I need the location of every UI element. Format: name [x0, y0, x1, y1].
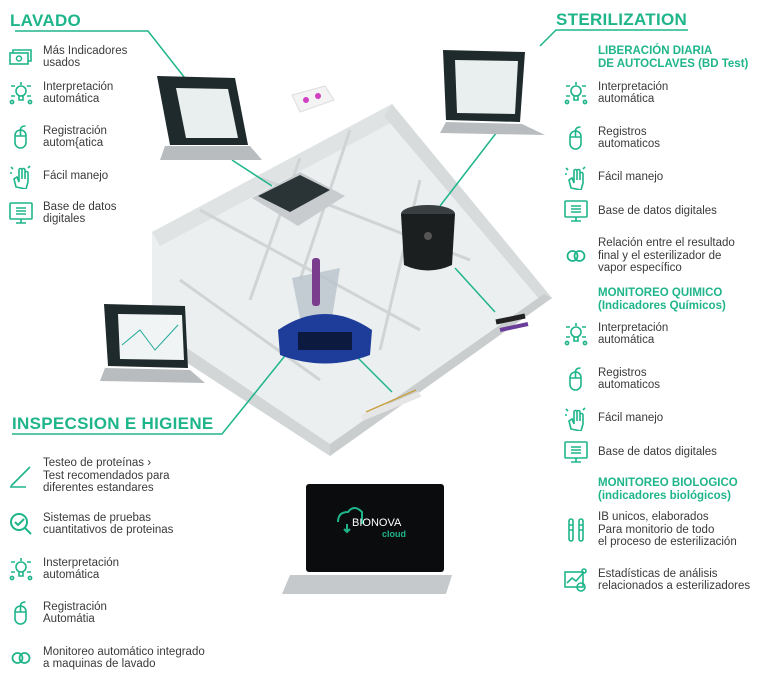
list-item: IB unicos, elaborados Para monitorio de … [563, 511, 737, 549]
link-icon [11, 652, 31, 664]
list-item: Registración autom{atica [8, 124, 107, 150]
hand-touch-icon [564, 407, 586, 431]
list-item: Fácil manejo [563, 164, 663, 190]
magnifier-check-icon [10, 513, 32, 535]
item-text: Base de datos digitales [598, 204, 717, 217]
item-text: Base de datos digitales [598, 445, 717, 458]
list-item: Fácil manejo [563, 405, 663, 431]
list-item: Interpretación automática [8, 80, 113, 106]
test-tubes-item [495, 313, 529, 332]
item-text: Interpretación automática [43, 80, 114, 106]
list-item: Interpretación automática [563, 321, 668, 347]
list-item: Testeo de proteínas › Test recomendados … [8, 457, 170, 495]
section-title-sterilization: STERILIZATION [556, 10, 688, 29]
link-icon [566, 249, 586, 262]
brain-gear-icon [564, 81, 588, 105]
test-tubes-icon [568, 517, 584, 542]
mouse-icon [14, 125, 27, 149]
list-item: Registración Automátia [8, 600, 107, 626]
database-monitor-icon [564, 441, 588, 463]
section-title-lavado: LAVADO [10, 11, 82, 30]
scanner-device [252, 172, 345, 226]
bionova-laptop [282, 484, 452, 594]
brain-gear-icon [564, 322, 588, 346]
item-text: IB unicos, elaborados Para monitorio de … [598, 511, 737, 548]
item-text: Base de datos digitales [43, 200, 117, 226]
list-item: Registros automaticos [563, 125, 660, 151]
statistics-chart-icon [564, 568, 587, 592]
list-item: Interpretación automática [563, 80, 668, 106]
database-monitor-icon [564, 200, 588, 222]
item-text: Testeo de proteínas › Test recomendados … [43, 457, 170, 494]
item-text: Más Indicadores usados [43, 44, 128, 70]
autoclave-reader-device [401, 205, 455, 271]
item-text: Interpretación automática [598, 321, 669, 347]
item-text: Registración Automátia [43, 600, 107, 626]
section-title-inspeccion: INSPECSION E HIGIENE [12, 414, 214, 433]
item-text: Registración autom{atica [43, 124, 107, 150]
subheading-monitoreo-biologico: MONITOREO BIOLOGICO (indicadores biológi… [598, 477, 738, 502]
hand-touch-icon [564, 166, 586, 190]
item-text: Insterpretación automática [43, 556, 120, 582]
protein-test-device [278, 258, 372, 364]
list-item: Insterpretación automática [8, 556, 119, 582]
building-floorplan [152, 104, 552, 456]
mouse-icon [569, 367, 582, 391]
database-monitor-icon [9, 202, 33, 224]
item-text: Relación entre el resultado final y el e… [598, 237, 735, 274]
subheading-monitoreo-quimico: MONITOREO QUIMICO (Indicadores Químicos) [598, 287, 726, 312]
item-text: Sistemas de pruebas cuantitativos de pro… [43, 511, 174, 537]
item-text: Fácil manejo [598, 411, 664, 424]
mouse-icon [569, 126, 582, 150]
mouse-icon [14, 601, 27, 625]
subheading-bd-test: LIBERACIÓN DIARIA DE AUTOCLAVES (BD Test… [598, 45, 749, 70]
list-item: Relación entre el resultado final y el e… [563, 237, 735, 275]
logo-brand: BIONOVA [352, 517, 402, 529]
brain-gear-icon [9, 557, 33, 581]
money-icon [9, 49, 32, 65]
swab-pen-icon [9, 465, 31, 488]
item-text: Registros automaticos [598, 125, 661, 151]
list-item: Fácil manejo [8, 163, 108, 189]
list-item: Registros automaticos [563, 366, 660, 392]
list-item: Sistemas de pruebas cuantitativos de pro… [8, 511, 173, 537]
laptop-lavado [157, 76, 262, 160]
list-item: Base de datos digitales [8, 200, 117, 226]
item-text: Fácil manejo [43, 169, 109, 182]
swab-item [360, 389, 422, 421]
item-text: Monitoreo automático integrado a maquina… [43, 645, 205, 671]
list-item: Más Indicadores usados [8, 44, 127, 70]
item-text: Registros automaticos [598, 366, 661, 392]
item-text: Estadísticas de análisis relacionados a … [598, 567, 751, 593]
laptop-sterilization [440, 50, 545, 135]
item-text: Fácil manejo [598, 170, 664, 183]
indicator-plate [291, 85, 335, 113]
list-item: Base de datos digitales [563, 439, 717, 465]
laptop-inspeccion [100, 304, 205, 383]
list-item: Estadísticas de análisis relacionados a … [563, 567, 750, 593]
item-text: Interpretación automática [598, 80, 669, 106]
list-item: Monitoreo automático integrado a maquina… [8, 645, 205, 671]
hand-touch-icon [9, 165, 31, 189]
list-item: Base de datos digitales [563, 198, 717, 224]
logo-suffix: cloud [382, 529, 406, 539]
brain-gear-icon [9, 81, 33, 105]
